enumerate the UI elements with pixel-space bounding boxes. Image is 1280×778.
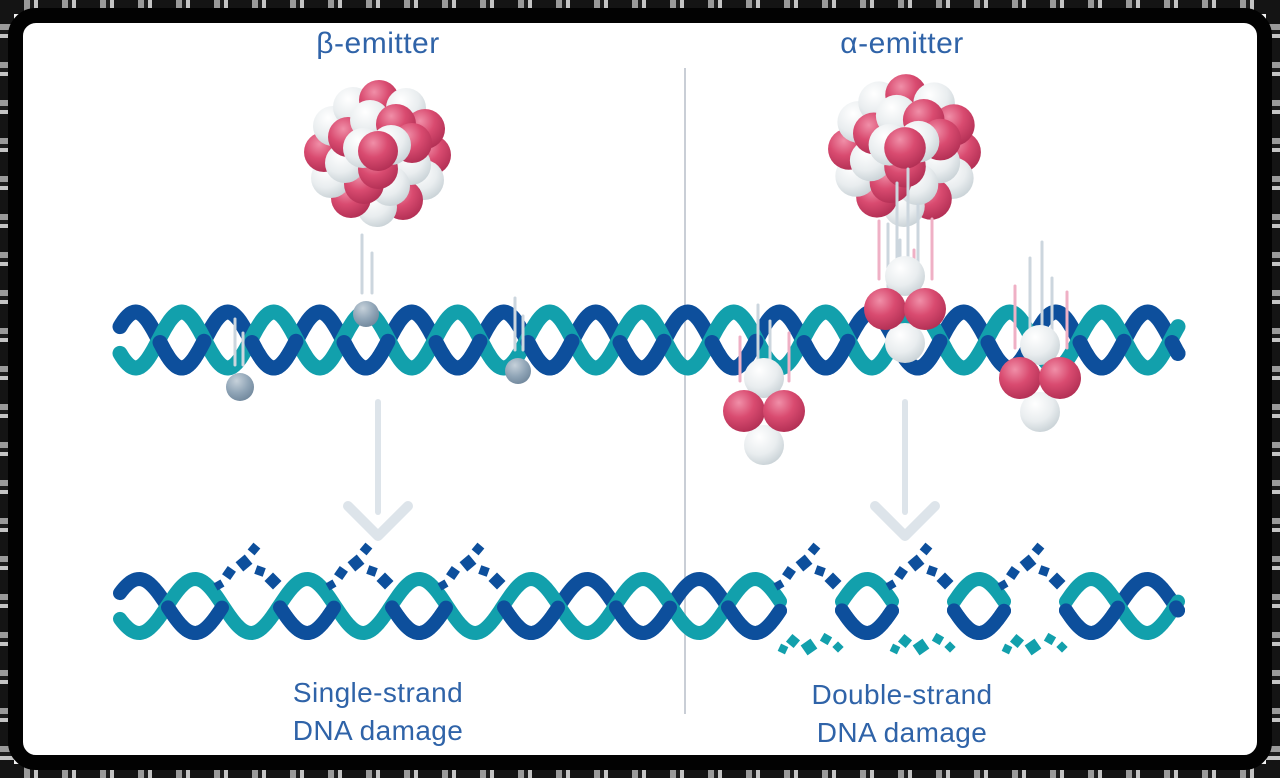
panel-divider-line — [684, 68, 686, 714]
caption-line-1: Single-strand — [292, 677, 464, 708]
illustration-content — [46, 46, 1234, 732]
beta-emitter-title: β-emitter — [316, 27, 440, 60]
double-strand-caption: Double-strand DNA damage — [642, 676, 1162, 752]
single-strand-caption: Single-strand DNA damage — [118, 674, 638, 750]
illustration-frame — [8, 8, 1272, 770]
caption-line-2: DNA damage — [816, 717, 988, 748]
caption-line-1: Double-strand — [811, 679, 993, 710]
caption-line-2: DNA damage — [292, 715, 464, 746]
alpha-emitter-title: α-emitter — [840, 27, 964, 60]
